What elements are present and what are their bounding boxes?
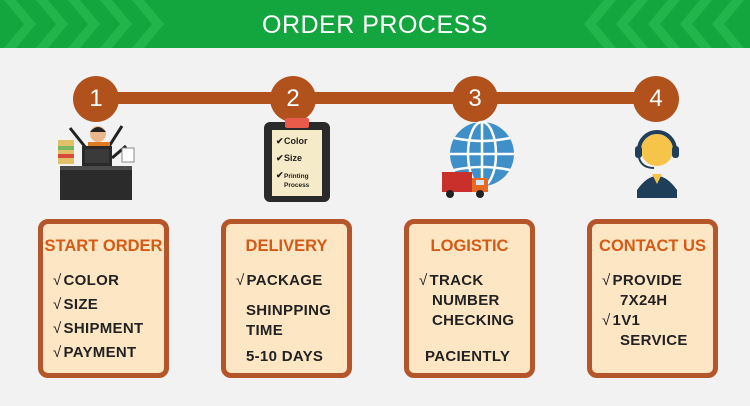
list-item: √SIZE: [53, 296, 99, 313]
clipboard-checklist-icon: ✔ Color ✔ Size ✔ Printing Process: [264, 118, 330, 202]
list-item: √PROVIDE: [602, 272, 683, 289]
shipping-time-label-2: TIME: [246, 322, 284, 339]
check-icon: √: [602, 272, 611, 289]
logistic-highlight: PACIENTLY: [425, 348, 511, 365]
office-worker-icon: [58, 125, 135, 200]
chevron-decoration-icon: [712, 0, 744, 48]
list-item: √SHIPMENT: [53, 320, 144, 337]
check-icon: √: [419, 272, 428, 289]
list-item: √PACKAGE: [236, 272, 323, 289]
clipboard-line-2: Size: [284, 153, 302, 163]
chevron-decoration-icon: [36, 0, 68, 48]
clipboard-line-1: Color: [284, 136, 308, 146]
check-icon: √: [53, 344, 62, 361]
step-number-3: 3: [452, 76, 498, 122]
chevron-decoration-icon: [4, 0, 36, 48]
list-item: √COLOR: [53, 272, 120, 289]
header-banner: ORDER PROCESS: [0, 0, 750, 48]
card-title: CONTACT US: [599, 237, 706, 255]
svg-text:✔: ✔: [276, 136, 284, 146]
timeline-line: [80, 92, 660, 104]
check-icon: √: [53, 272, 62, 289]
chevron-decoration-icon: [584, 0, 616, 48]
card-title: DELIVERY: [245, 237, 328, 255]
shipping-time-label: SHINPPING: [246, 302, 332, 319]
card-title: LOGISTIC: [430, 237, 509, 255]
clipboard-line-3: Printing: [284, 173, 309, 180]
delivery-days: 5-10 DAYS: [246, 348, 324, 365]
svg-text:✔: ✔: [276, 153, 284, 163]
step-card-contact-us: CONTACT US √PROVIDE 7X24H √1V1 SERVICE: [587, 219, 718, 378]
step-number-4: 4: [633, 76, 679, 122]
check-icon: √: [53, 296, 62, 313]
step-card-start-order: START ORDER √COLOR √SIZE √SHIPMENT √PAYM…: [38, 219, 169, 378]
globe-truck-icon: [442, 120, 514, 198]
chevron-decoration-icon: [616, 0, 648, 48]
list-item: √TRACK: [419, 272, 484, 289]
list-item: √PAYMENT: [53, 344, 137, 361]
step-card-logistic: LOGISTIC √TRACK NUMBER CHECKING PACIENTL…: [404, 219, 535, 378]
chevron-decoration-icon: [132, 0, 164, 48]
step-card-delivery: DELIVERY √PACKAGE SHINPPING TIME 5-10 DA…: [221, 219, 352, 378]
tracking-line-3: CHECKING: [432, 312, 515, 329]
hours-highlight: 7X24H: [620, 292, 668, 309]
page-title: ORDER PROCESS: [262, 11, 488, 39]
step-number-1: 1: [73, 76, 119, 122]
tracking-line-2: NUMBER: [432, 292, 500, 309]
chevron-decoration-icon: [68, 0, 100, 48]
chevron-decoration-icon: [648, 0, 680, 48]
list-item: √1V1: [602, 312, 641, 329]
card-title: START ORDER: [44, 237, 163, 255]
chevron-decoration-icon: [680, 0, 712, 48]
chevron-decoration-icon: [100, 0, 132, 48]
check-icon: √: [602, 312, 611, 329]
check-icon: √: [236, 272, 245, 289]
headset-support-icon: [635, 130, 679, 198]
svg-text:✔: ✔: [276, 170, 284, 180]
step-number-2: 2: [270, 76, 316, 122]
service-label: SERVICE: [620, 332, 688, 349]
check-icon: √: [53, 320, 62, 337]
clipboard-line-4: Process: [284, 182, 310, 189]
